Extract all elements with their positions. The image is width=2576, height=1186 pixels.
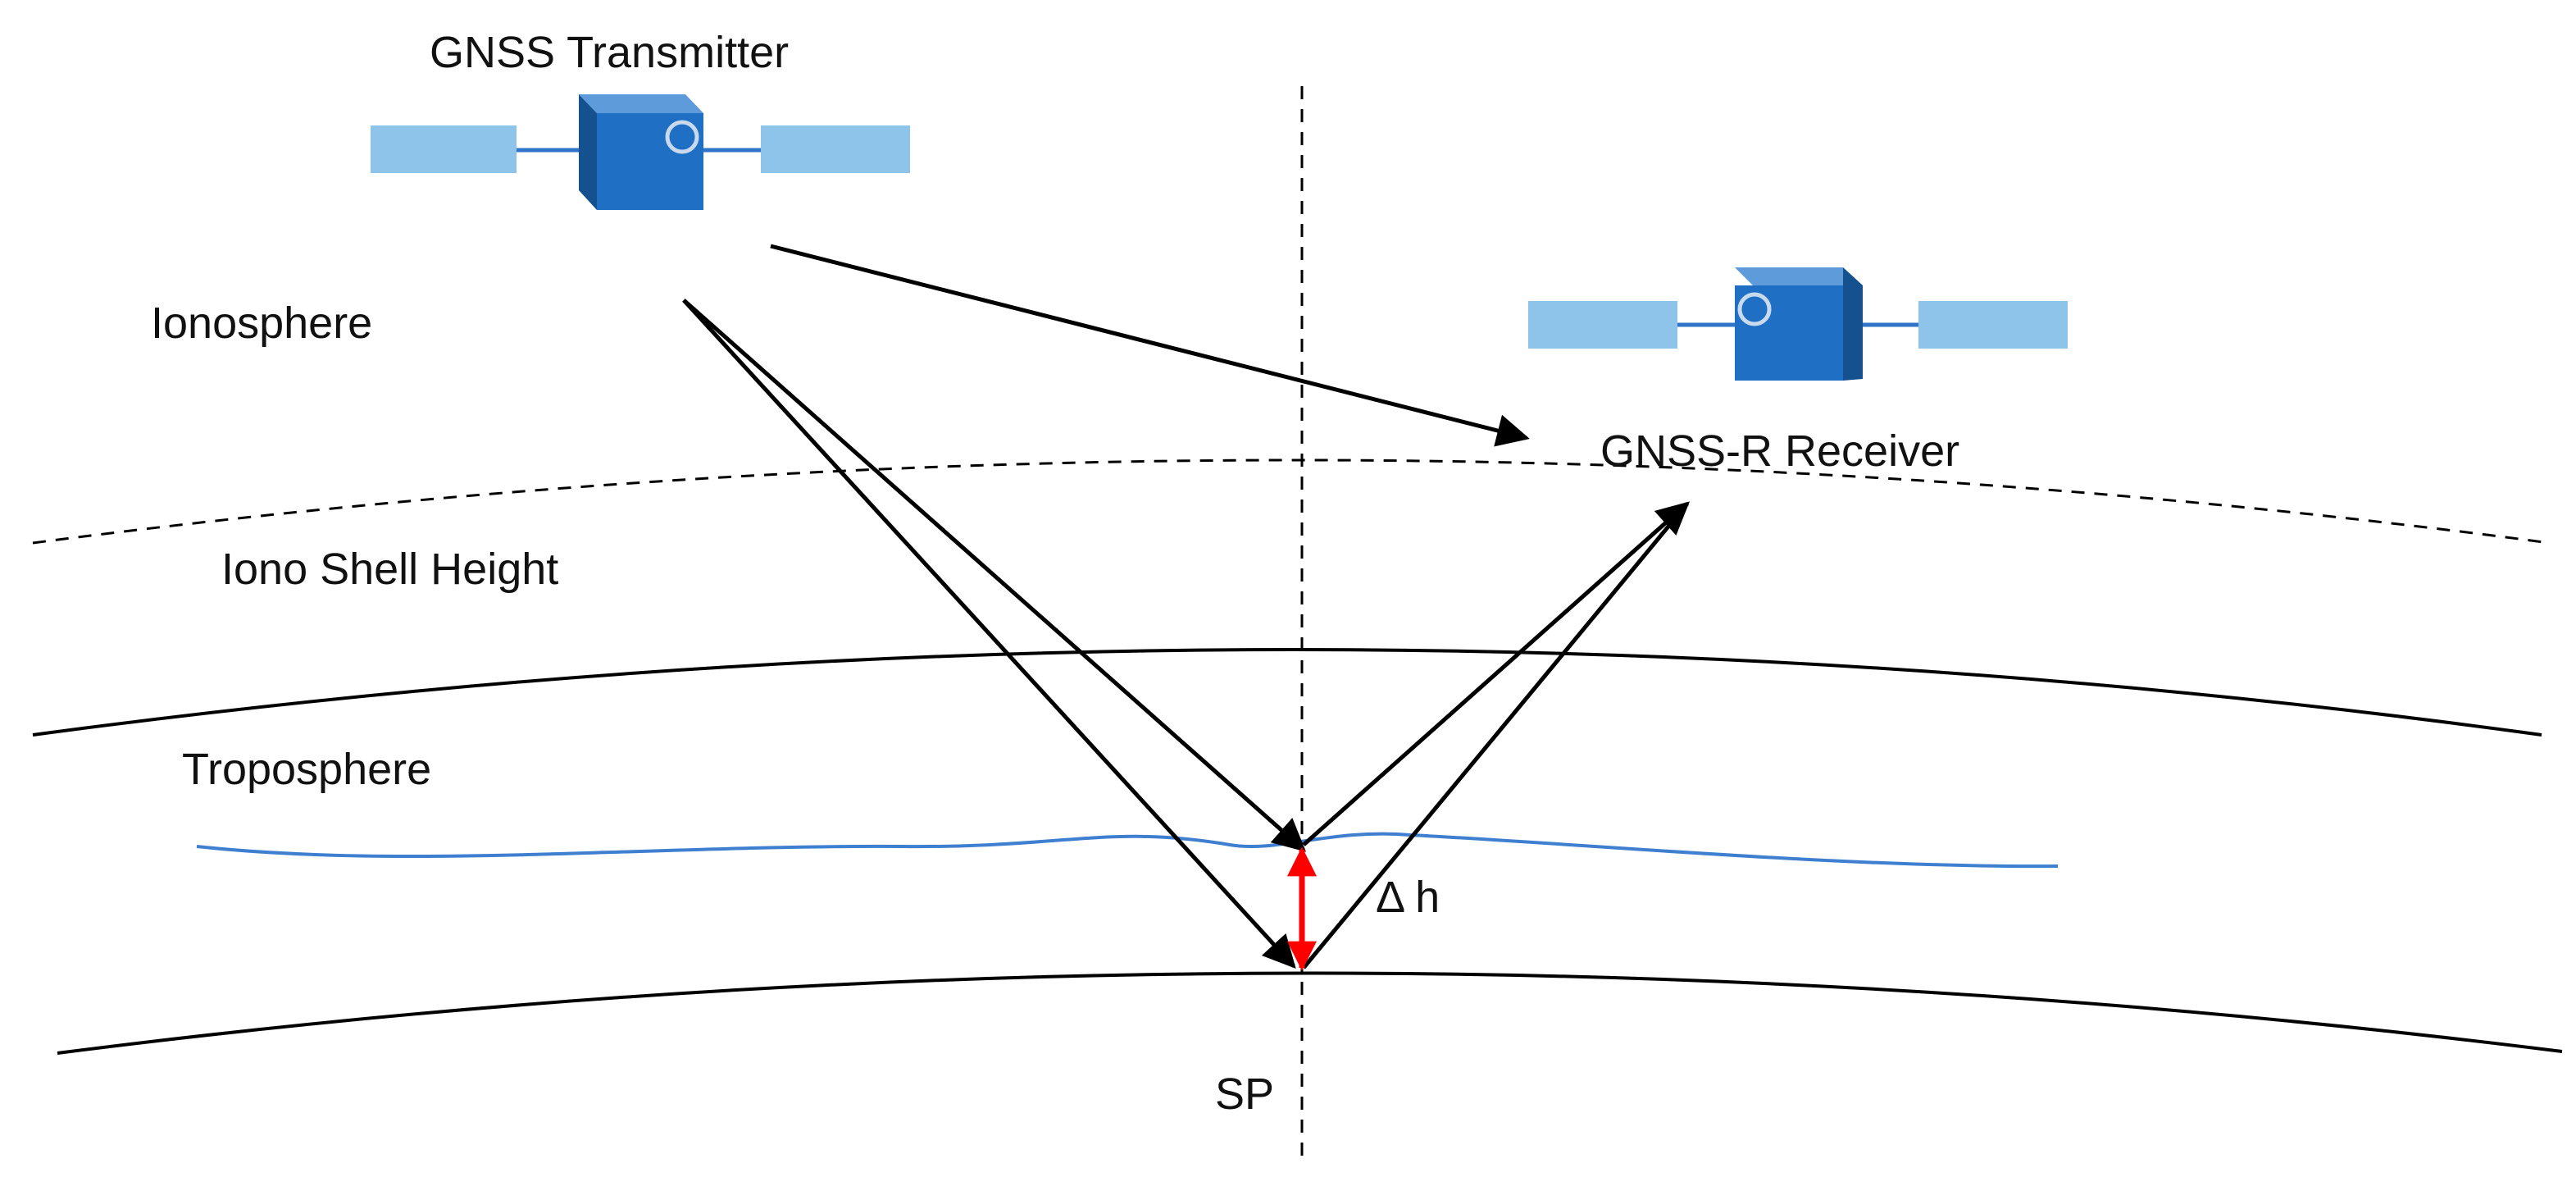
troposphere-top-curve [32,648,2542,737]
receiver-antenna-icon [1737,292,1772,326]
receiver-body-top [1735,267,1863,285]
transmitter-right-solar-panel [761,125,910,173]
reflected-ray-ground [1302,502,1689,969]
transmitter-antenna-icon [665,120,699,154]
receiver-right-solar-panel [1918,301,2068,349]
incident-ray-ground [682,299,1296,969]
receiver-body-front [1735,285,1843,381]
transmitter-body-top [579,94,703,113]
reflected-ray-surface [1302,501,1690,846]
transmitter-label: GNSS Transmitter [430,28,789,77]
transmitter-body-front [597,113,703,210]
direct-signal-arrow [770,244,1530,447]
receiver-left-solar-panel [1528,301,1677,349]
receiver-satellite-icon [1528,267,2068,381]
incident-ray-surface [682,299,1306,852]
transmitter-satellite-icon [371,94,910,210]
ionosphere-label: Ionosphere [151,299,372,348]
iono-shell-curve [32,458,2551,545]
transmitter-body-side [579,94,597,210]
ground-curve [57,971,2563,1055]
iono-shell-height-label: Iono Shell Height [221,545,558,594]
troposphere-label: Troposphere [182,745,431,794]
transmitter-left-solar-panel [371,125,517,173]
delta-h-label: Δ h [1376,873,1440,922]
specular-point-label: SP [1215,1070,1274,1119]
receiver-body-side [1843,267,1863,381]
receiver-label: GNSS-R Receiver [1600,427,1959,476]
water-surface-line [196,832,2059,869]
